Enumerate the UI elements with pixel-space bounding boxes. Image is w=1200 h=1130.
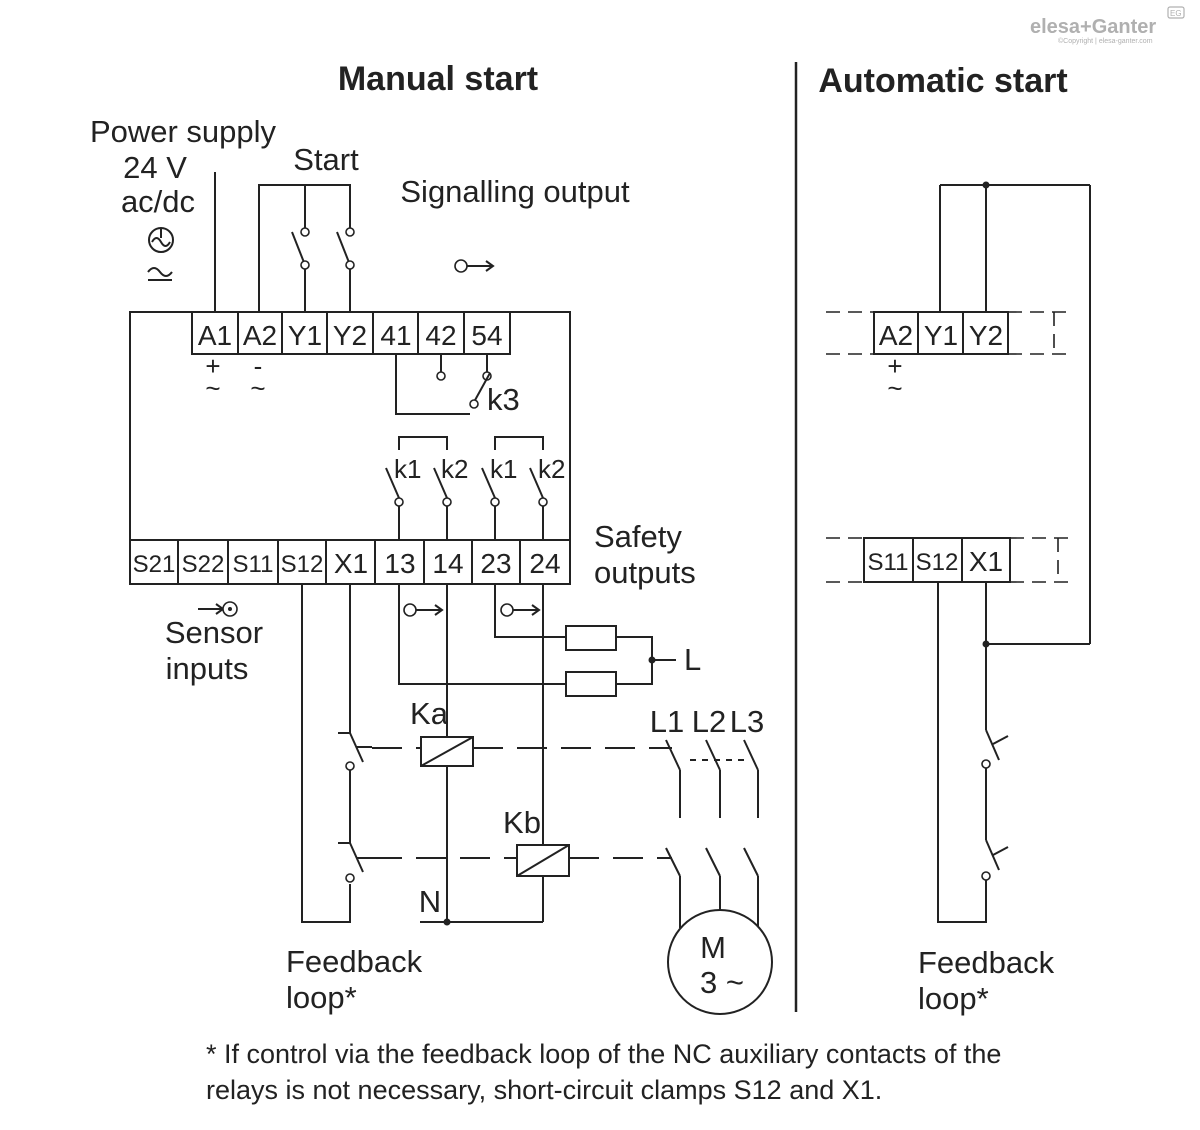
terminal-s12: S12 — [281, 551, 324, 578]
terminal-y2: Y2 — [333, 320, 367, 351]
a1-plus-sign: + — [205, 351, 220, 381]
ac-dc-symbol-icon — [147, 227, 174, 281]
terminal-a2: A2 — [243, 320, 277, 351]
brand-logo: elesa+Ganter ©Copyright | elesa-ganter.c… — [1030, 6, 1185, 45]
auto-wiring — [937, 181, 1091, 923]
auto-terminal-x1: X1 — [969, 546, 1003, 577]
start-button-circuit[interactable] — [258, 184, 355, 312]
signalling-output-icon — [454, 259, 495, 273]
bottom-terminal-strip: S21 S22 S11 S12 X1 13 14 23 24 — [129, 539, 571, 585]
footnote-line-1: * If control via the feedback loop of th… — [206, 1039, 1001, 1069]
current-type-label: ac/dc — [121, 184, 195, 219]
sensor-label: Sensor — [165, 615, 263, 650]
phase-l1-label: L1 — [650, 704, 684, 739]
a1-tilde-sign: ~ — [205, 373, 220, 403]
automatic-start-title: Automatic start — [818, 62, 1067, 100]
output-symbol-13-icon — [403, 603, 444, 617]
auto-terminal-y1: Y1 — [924, 320, 958, 351]
relay-kb: Kb — [503, 805, 570, 877]
auto-a2-plus-sign: + — [887, 351, 902, 381]
footnote-line-2: relays is not necessary, short-circuit c… — [206, 1075, 882, 1105]
auto-terminal-y2: Y2 — [969, 320, 1003, 351]
manual-start-title: Manual start — [338, 60, 538, 98]
three-phase-contactors — [665, 739, 759, 928]
auto-bottom-terminal-strip: S11 S12 X1 — [863, 537, 1011, 583]
motor-m-label: M — [700, 930, 726, 965]
auto-terminal-a2: A2 — [879, 320, 913, 351]
auto-terminal-s11: S11 — [868, 549, 909, 576]
terminal-14: 14 — [432, 548, 463, 579]
terminal-s21: S21 — [133, 551, 176, 578]
k2-label-a: k2 — [441, 454, 468, 484]
auto-module-outline — [826, 311, 1074, 583]
terminal-54: 54 — [471, 320, 502, 351]
top-terminal-strip: A1 A2 Y1 Y2 41 42 54 — [191, 311, 511, 355]
auto-a2-tilde-sign: ~ — [887, 373, 902, 403]
terminal-13: 13 — [384, 548, 415, 579]
contacts-k1-k2: k1 k2 k1 k2 — [385, 436, 565, 540]
manual-loop-label: loop* — [286, 980, 357, 1015]
voltage-label: 24 V — [123, 150, 187, 185]
auto-top-terminal-strip: A2 Y1 Y2 — [873, 311, 1009, 355]
auto-terminal-s12: S12 — [916, 549, 959, 576]
neutral-n-label: N — [419, 884, 441, 919]
relay-ka-label: Ka — [410, 696, 449, 731]
sensor-input-icon — [198, 601, 238, 617]
safety-label: Safety — [594, 519, 682, 554]
relay-kb-label: Kb — [503, 805, 541, 840]
feedback-loop-wiring — [301, 584, 372, 923]
k3-label: k3 — [487, 382, 520, 417]
relay-ka: Ka — [410, 696, 474, 767]
k1-label-a: k1 — [394, 454, 421, 484]
motor-icon: M 3 ~ — [667, 909, 773, 1015]
manual-feedback-label: Feedback — [286, 944, 423, 979]
power-supply-label: Power supply — [90, 114, 277, 149]
terminal-y1: Y1 — [288, 320, 322, 351]
output-symbol-23-icon — [500, 603, 541, 617]
signalling-output-label: Signalling output — [400, 174, 630, 209]
logo-text: elesa+Ganter — [1030, 16, 1156, 38]
terminal-x1: X1 — [334, 548, 368, 579]
safety-output-wiring — [398, 584, 566, 926]
safety-relay-module — [129, 311, 571, 585]
a2-minus-sign: - — [254, 351, 263, 381]
line-l-label: L — [684, 642, 701, 677]
terminal-24: 24 — [529, 548, 560, 579]
logo-copyright: ©Copyright | elesa-ganter.com — [1058, 37, 1153, 45]
terminal-41: 41 — [380, 320, 411, 351]
terminal-a1: A1 — [198, 320, 232, 351]
logo-badge — [1167, 6, 1185, 19]
start-label: Start — [293, 142, 359, 177]
outputs-label: outputs — [594, 555, 696, 590]
a2-tilde-sign: ~ — [250, 373, 265, 403]
terminal-s22: S22 — [182, 551, 225, 578]
terminal-23: 23 — [480, 548, 511, 579]
k2-label-b: k2 — [538, 454, 565, 484]
auto-feedback-label: Feedback — [918, 945, 1055, 980]
terminal-42: 42 — [425, 320, 456, 351]
contact-k3: k3 — [395, 354, 520, 417]
phase-l2-label: L2 — [692, 704, 726, 739]
auto-loop-label: loop* — [918, 981, 989, 1016]
inputs-label: inputs — [166, 651, 249, 686]
terminal-s11: S11 — [233, 551, 274, 578]
indicator-loads — [565, 625, 676, 697]
phase-l3-label: L3 — [730, 704, 764, 739]
k1-label-b: k1 — [490, 454, 517, 484]
logo-badge-text: EG — [1170, 9, 1182, 18]
motor-phase-label: 3 ~ — [700, 965, 744, 1000]
